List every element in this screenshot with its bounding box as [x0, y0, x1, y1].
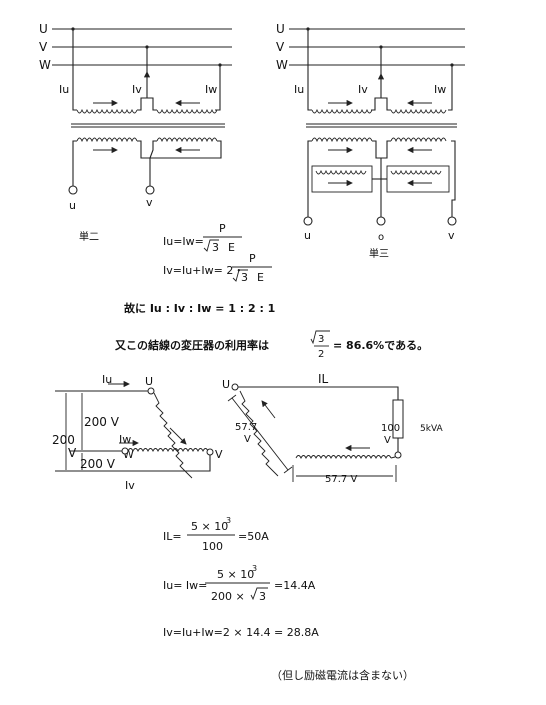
ratio-text: 故に Iu : Iv : Iw = 1 : 2 : 1: [124, 301, 275, 315]
primary-coil-right: [156, 108, 218, 114]
volt-right-unit: V: [384, 435, 391, 446]
svg-text:Iv=Iu+Iw= 2・: Iv=Iu+Iw= 2・: [163, 264, 244, 277]
svg-text:又この結線の変圧器の利用率は: 又この結線の変圧器の利用率は: [114, 338, 269, 352]
current-label-iu-d: Iu: [102, 373, 112, 386]
svg-text:3: 3: [226, 516, 231, 525]
bus-label-w-r: W: [276, 58, 288, 72]
formula-iv: Iv=Iu+Iw= 2・ P 3 E: [163, 252, 272, 284]
svg-text:3: 3: [212, 241, 219, 254]
calc-iu-iw: Iu= Iw= 5 × 10 3 200 × 3 =14.4A: [163, 564, 316, 603]
svg-text:3: 3: [241, 271, 248, 284]
node-label-w-d: W: [123, 448, 134, 461]
svg-text:=50A: =50A: [238, 530, 269, 543]
volt-bottom: 57.7 V: [325, 474, 357, 485]
calc-il: IL= 5 × 10 3 100 =50A: [163, 516, 269, 553]
utilization-text: 又この結線の変圧器の利用率は 3 2 = 86.6%である。: [114, 330, 428, 360]
primary-coil-left: [76, 108, 138, 114]
voltage-lower: 200 V: [80, 457, 116, 471]
current-label-iw-d: Iw: [119, 433, 131, 446]
current-label-iu-r: Iu: [294, 83, 304, 96]
svg-text:5 × 10: 5 × 10: [191, 520, 228, 533]
lower-right-circuit: IL U 5kVA 57.7 V 100 V 57.7 V: [222, 372, 444, 485]
note-excitation: （但し励磁電流は含まない）: [271, 668, 414, 682]
lower-left-delta: Iu U Iw W V 200 V 200 V 200 V Iv: [52, 373, 223, 492]
caption-tannii: 単二: [79, 230, 99, 243]
caption-tansan: 単三: [369, 247, 389, 260]
voltage-total: 200: [52, 433, 75, 447]
bus-label-v-r: V: [276, 40, 285, 54]
voltage-upper: 200 V: [84, 415, 120, 429]
current-label-iu: Iu: [59, 83, 69, 96]
node-label-v-d: V: [215, 448, 223, 461]
terminal-label-v: v: [146, 196, 153, 209]
top-right-diagram: U V W Iu Iv Iw: [276, 22, 465, 260]
bus-label-w: W: [39, 58, 51, 72]
terminal-u: [68, 185, 78, 195]
volt-right-value: 100: [381, 423, 400, 434]
current-label-iv: Iv: [132, 83, 142, 96]
bus-label-v: V: [39, 40, 48, 54]
terminal-v: [145, 185, 155, 195]
svg-text:3: 3: [252, 564, 257, 573]
terminal-label-u: u: [69, 199, 76, 212]
top-left-diagram: U V W Iu Iv Iw: [39, 22, 232, 243]
volt-left-value: 57.7: [235, 422, 257, 433]
terminal-label-u-r: u: [304, 229, 311, 242]
bus-label-u-r: U: [276, 22, 285, 36]
current-label-iv-r: Iv: [358, 83, 368, 96]
svg-text:Iu= Iw=: Iu= Iw=: [163, 579, 207, 592]
current-label-iw-r: Iw: [434, 83, 446, 96]
terminal-label-o-r: o: [378, 232, 384, 243]
svg-text:E: E: [257, 271, 264, 284]
svg-text:=14.4A: =14.4A: [274, 579, 316, 592]
secondary-coil-left: [76, 137, 138, 143]
current-label-iw: Iw: [205, 83, 217, 96]
current-label-iv-d: Iv: [125, 479, 135, 492]
svg-text:2: 2: [318, 349, 324, 360]
svg-text:100: 100: [202, 540, 223, 553]
secondary-coil-right: [156, 137, 218, 143]
svg-text:200 ×: 200 ×: [211, 590, 245, 603]
svg-text:IL=: IL=: [163, 530, 182, 543]
voltage-total-unit: V: [68, 446, 77, 460]
volt-left-unit: V: [244, 434, 251, 445]
svg-text:P: P: [219, 222, 226, 235]
formula-iu-iw: Iu=Iw= P 3 E: [163, 222, 242, 254]
svg-text:P: P: [249, 252, 256, 265]
bus-label-u: U: [39, 22, 48, 36]
svg-text:3: 3: [259, 590, 266, 603]
node-label-u-d: U: [145, 375, 153, 388]
terminal-label-v-r: v: [448, 229, 455, 242]
current-label-il: IL: [318, 372, 329, 386]
svg-text:Iu=Iw=: Iu=Iw=: [163, 235, 204, 248]
svg-text:= 86.6%である。: = 86.6%である。: [333, 339, 428, 352]
calc-iv: Iv=Iu+Iw=2 × 14.4 = 28.8A: [163, 626, 319, 639]
svg-text:3: 3: [318, 334, 324, 345]
load-label: 5kVA: [420, 424, 444, 434]
svg-text:E: E: [228, 241, 235, 254]
svg-text:5 × 10: 5 × 10: [217, 568, 254, 581]
node-label-u-r2: U: [222, 378, 230, 391]
